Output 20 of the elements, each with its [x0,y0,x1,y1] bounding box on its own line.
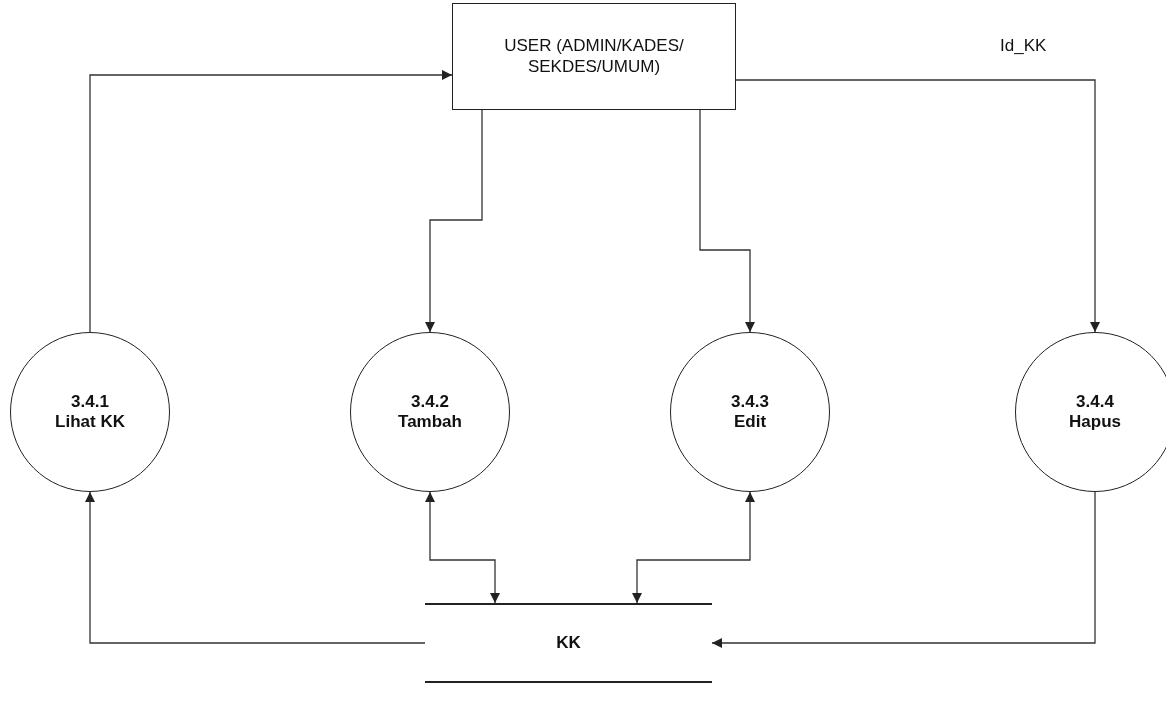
node-text: 3.4.3 [731,391,769,412]
node-text: Hapus [1069,412,1121,433]
arrow [424,109,483,333]
arrow [711,491,1096,649]
external-entity-box [452,3,736,110]
node-text: KK [556,632,581,654]
node-text: Lihat KK [55,412,125,433]
node-text: 3.4.1 [71,391,109,412]
arrow [424,491,501,604]
arrow [699,109,756,333]
arrow [631,491,756,604]
node-text: Tambah [398,412,462,433]
arrow [84,491,426,644]
node-text: 3.4.4 [1076,391,1114,412]
arrow [735,79,1101,333]
node-text: USER (ADMIN/KADES/ SEKDES/UMUM) [503,36,685,77]
arrow [89,69,453,333]
node-text: Edit [733,412,767,433]
data-flow-label: Id_KK [1000,36,1047,56]
node-text: 3.4.2 [411,391,449,412]
